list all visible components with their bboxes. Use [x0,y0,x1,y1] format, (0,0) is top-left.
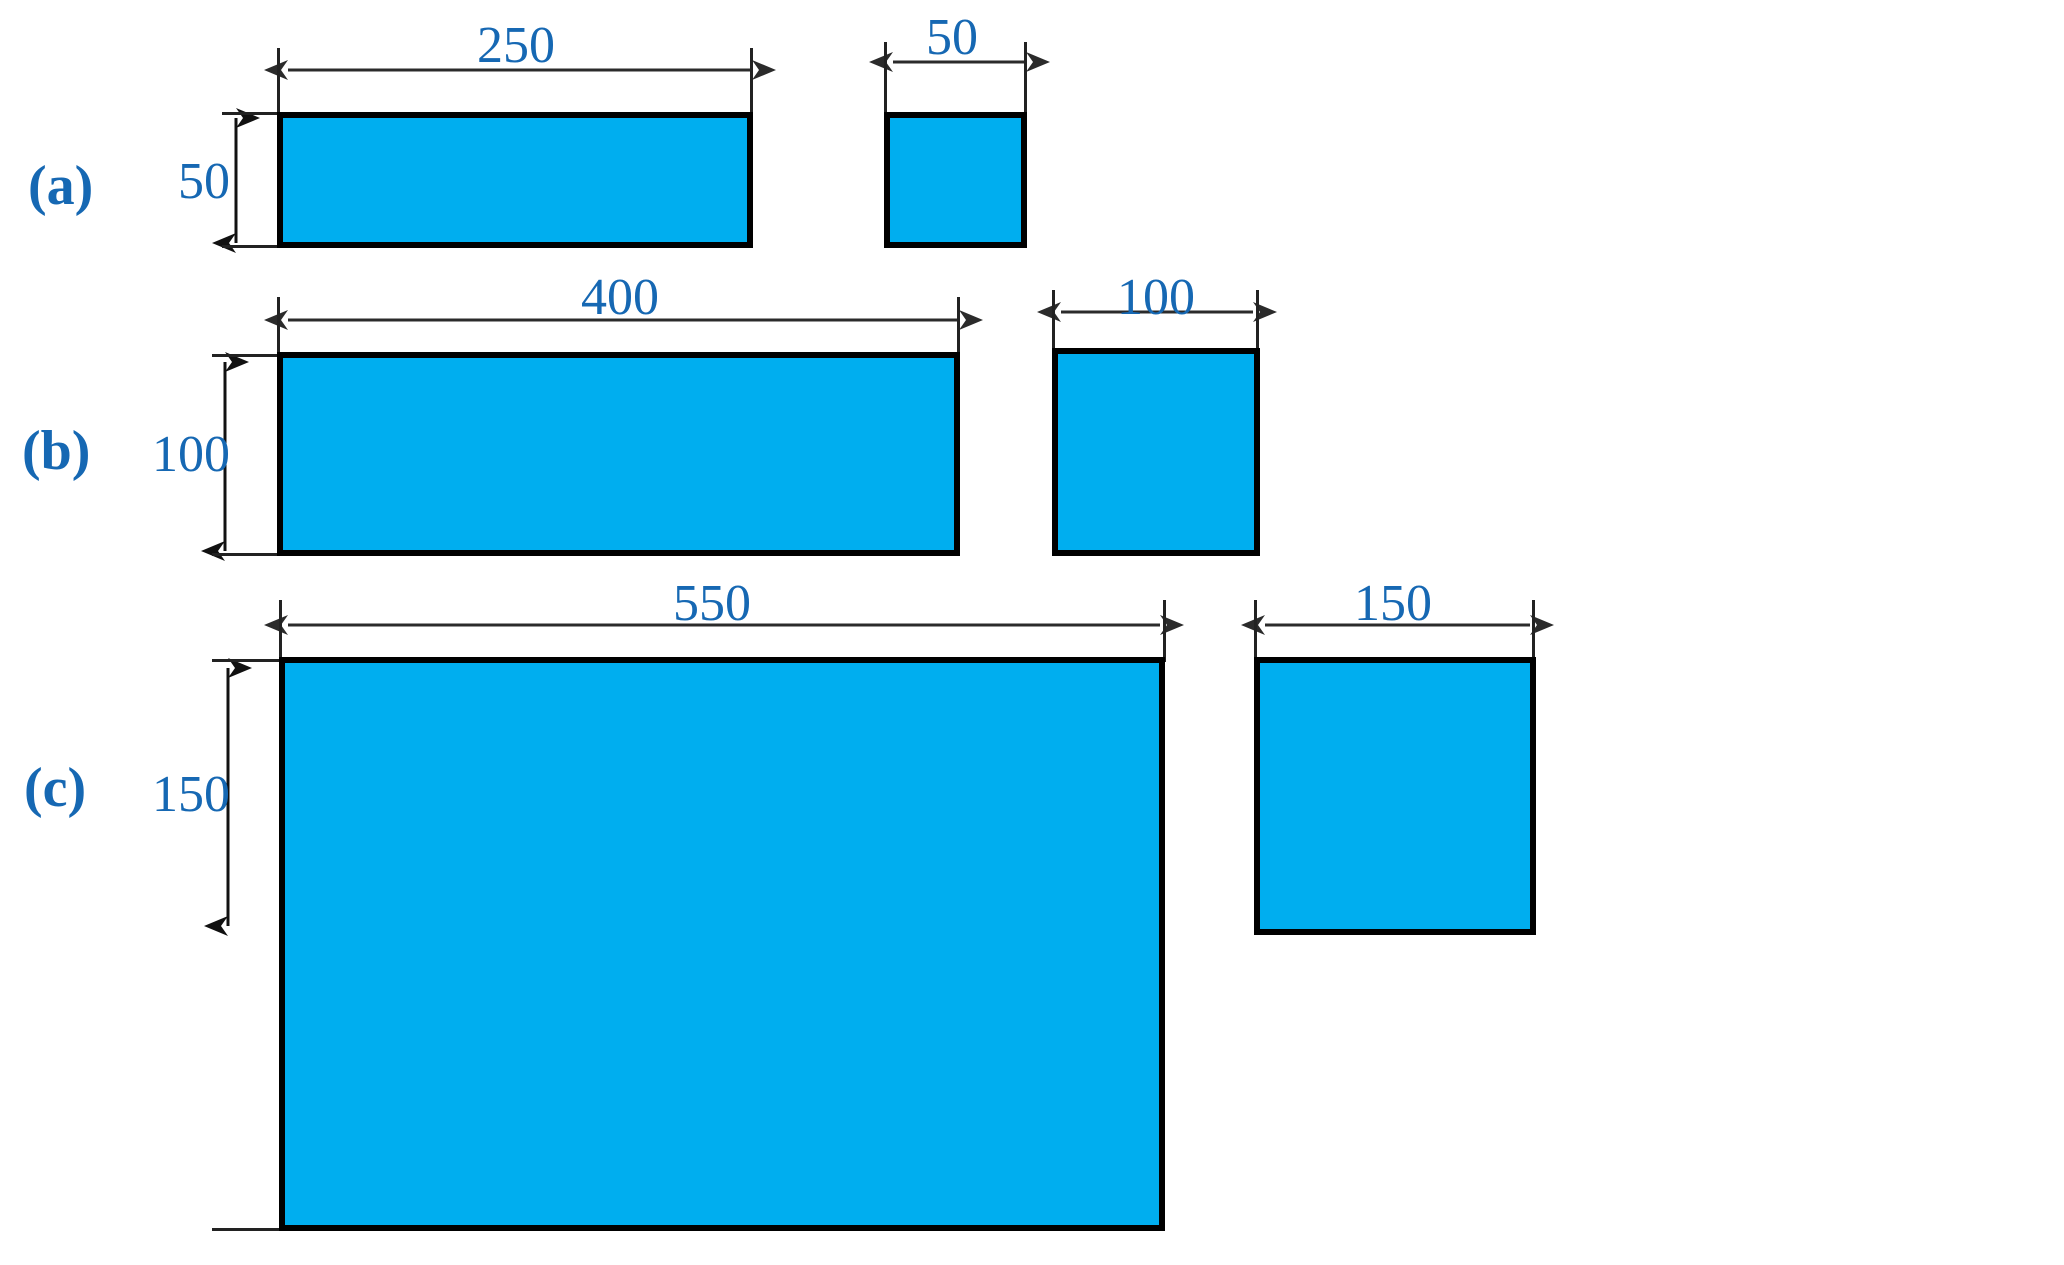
dim-c-side-width: 150 [1354,575,1432,632]
witness-line-a-side-left [884,42,887,114]
part-b-front-view [277,352,960,556]
witness-line-c-side-right [1532,600,1535,660]
dim-c-front-height: 150 [152,766,230,823]
witness-line-c-side-left [1254,600,1257,660]
witness-line-a-front-bottom [222,245,282,248]
witness-line-c-front-right [1163,600,1166,662]
row-label-c: (c) [24,757,87,819]
part-c-front-view [279,657,1165,1231]
witness-line-a-side-right [1024,42,1027,114]
row-label-b: (b) [22,420,91,482]
dim-a-side-width: 50 [926,9,978,66]
witness-line-c-front-top [212,659,284,662]
witness-line-b-side-right [1256,290,1259,352]
dim-b-side-width: 100 [1117,269,1195,326]
witness-line-b-side-left [1052,290,1055,352]
witness-line-b-front-left [277,297,280,357]
witness-line-c-front-bottom [212,1228,284,1231]
part-a-side-view [884,112,1027,248]
part-b-side-view [1052,348,1260,556]
dim-b-front-height: 100 [152,426,230,483]
part-c-side-view [1254,657,1536,935]
witness-line-b-front-right [957,297,960,357]
dim-b-front-width: 400 [581,269,659,326]
witness-line-a-front-top [222,112,282,115]
witness-line-a-front-right [750,48,753,116]
witness-line-a-front-left [277,48,280,116]
dim-a-front-height: 50 [178,153,230,210]
witness-line-c-front-left [279,600,282,662]
row-label-a: (a) [28,155,94,217]
witness-line-b-front-top [212,354,282,357]
part-a-front-view [277,112,753,248]
dim-c-front-width: 550 [673,575,751,632]
dim-a-front-width: 250 [477,17,555,74]
witness-line-b-front-bottom [212,553,282,556]
